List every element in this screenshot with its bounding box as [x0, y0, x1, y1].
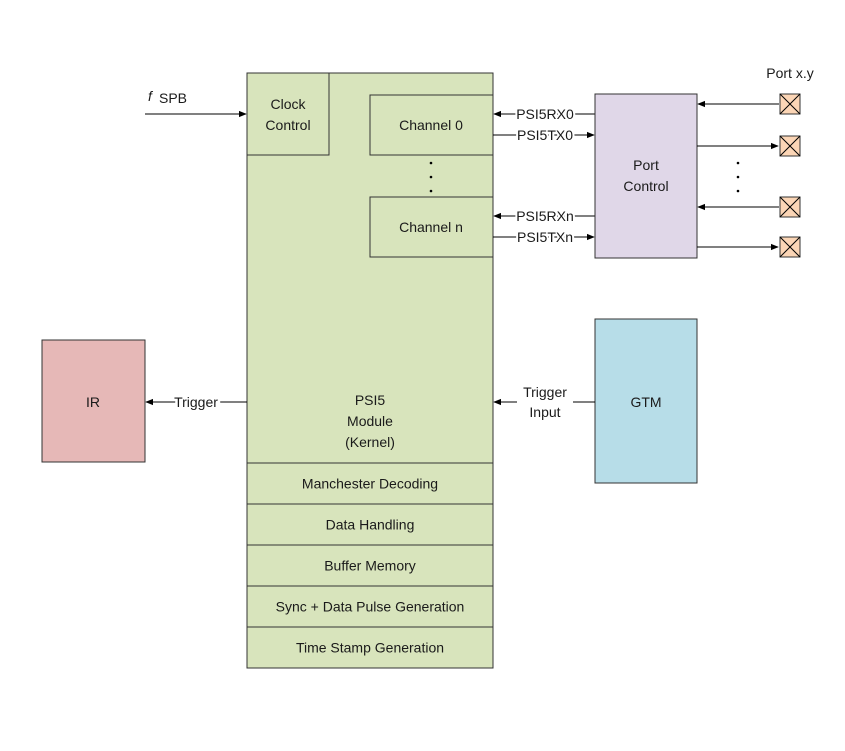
gtm-block — [594, 318, 698, 484]
ir-block — [41, 339, 146, 463]
port-control-line1: Port — [633, 157, 659, 173]
gtm-label: GTM — [630, 394, 661, 410]
sub-block — [246, 626, 494, 669]
pin-ellipsis-dot — [736, 175, 740, 179]
pin-ellipsis-dot — [736, 161, 740, 165]
trigger-out-label: Trigger — [174, 394, 218, 410]
channel-ellipsis-dot — [429, 189, 433, 193]
ir-label: IR — [86, 394, 100, 410]
trigger-input-label-bg — [517, 382, 573, 420]
module-title-line2: Module — [347, 413, 393, 429]
rx0-label: PSI5RX0 — [516, 106, 574, 122]
clock-control-line1: Clock — [270, 96, 306, 112]
channel-ellipsis-dot — [429, 175, 433, 179]
module-title-line3: (Kernel) — [345, 434, 395, 450]
port-pin-icon — [779, 135, 801, 157]
sub-block-label: Sync + Data Pulse Generation — [276, 599, 465, 615]
sub-block — [246, 544, 494, 587]
trigger-input-line1: Trigger — [523, 384, 567, 400]
channel-n-block — [369, 196, 494, 258]
clock-control-line2: Control — [265, 117, 310, 133]
channel-0-block — [369, 94, 494, 156]
channel-n-label: Channel n — [399, 219, 463, 235]
port-pins-label: Port x.y — [766, 65, 813, 81]
port-control-block — [594, 93, 698, 259]
sub-block-label: Buffer Memory — [324, 558, 416, 574]
sub-block — [246, 585, 494, 628]
clock-subscript: SPB — [159, 90, 187, 106]
port-pin-icon — [779, 236, 801, 258]
sub-block-label: Manchester Decoding — [302, 476, 438, 492]
clock-control-block — [246, 72, 330, 156]
clock-input: f SPB — [145, 88, 247, 118]
sub-block-label: Data Handling — [326, 517, 415, 533]
trigger-input-line2: Input — [529, 404, 560, 420]
tx0-label: PSI5TX0 — [517, 127, 573, 143]
port-control-line2: Control — [623, 178, 668, 194]
channel-0-label: Channel 0 — [399, 117, 463, 133]
pin-ellipsis-dot — [736, 189, 740, 193]
sub-block-label: Time Stamp Generation — [296, 640, 444, 656]
txn-label: PSI5TXn — [517, 229, 573, 245]
sub-block — [246, 462, 494, 505]
port-pin-icon — [779, 196, 801, 218]
module-title-line1: PSI5 — [355, 392, 386, 408]
channel-ellipsis-dot — [429, 161, 433, 165]
port-pin-icon — [779, 93, 801, 115]
rxn-label: PSI5RXn — [516, 208, 574, 224]
clock-symbol: f — [148, 88, 154, 104]
